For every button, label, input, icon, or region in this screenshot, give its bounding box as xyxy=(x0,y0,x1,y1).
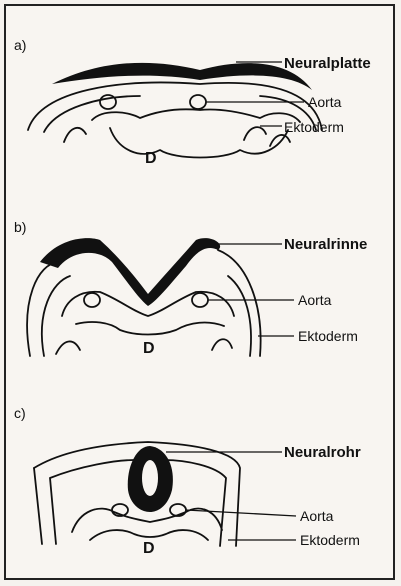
gut-outline-c xyxy=(90,530,208,540)
gut-outline-b xyxy=(76,322,224,335)
label-ektoderm-a: Ektoderm xyxy=(284,119,344,135)
label-ektoderm-b: Ektoderm xyxy=(298,328,358,344)
body-outline-a xyxy=(92,109,300,122)
panel-b-letter: b) xyxy=(14,219,26,235)
center-letter-a: D xyxy=(145,150,157,167)
gut-outline-a xyxy=(110,128,288,158)
inner-arc-b-right xyxy=(228,276,251,356)
panel-a-letter: a) xyxy=(14,37,26,53)
label-ektoderm-c: Ektoderm xyxy=(300,532,360,548)
panel-b: b) D Neuralrinne Aorta Ektoderm xyxy=(14,219,367,357)
somite-wisp-a1 xyxy=(64,128,86,142)
panel-c: c) D Neuralrohr Aorta Ektoderm xyxy=(14,405,361,557)
aorta-right-a xyxy=(190,95,206,109)
inner-arc-b-left xyxy=(42,276,70,356)
label-aorta-a: Aorta xyxy=(308,94,342,110)
center-letter-c: D xyxy=(143,540,155,557)
aorta-left-b xyxy=(84,293,100,307)
inner-arc-a-left xyxy=(44,96,140,132)
center-letter-b: D xyxy=(143,340,155,357)
leader-aorta-c xyxy=(186,510,296,516)
somite-wisp-a2 xyxy=(244,127,266,140)
somite-wisp-b1 xyxy=(56,341,80,354)
label-neuralrohr: Neuralrohr xyxy=(284,444,361,461)
ectoderm-left-c xyxy=(34,468,42,544)
label-aorta-c: Aorta xyxy=(300,508,334,524)
neural-plate-shape xyxy=(52,63,312,90)
panel-c-letter: c) xyxy=(14,405,26,421)
panel-a: a) D Neuralplatte Aorta Ektoderm xyxy=(14,37,371,167)
ectoderm-outline-a xyxy=(28,83,322,130)
somite-wisp-b2 xyxy=(212,339,232,350)
aorta-right-b xyxy=(192,293,208,307)
neural-tube-lumen xyxy=(142,460,158,496)
aorta-left-a xyxy=(100,95,116,109)
label-neuralrinne: Neuralrinne xyxy=(284,236,367,253)
somite-wisp-a3 xyxy=(270,135,290,146)
label-neuralplatte: Neuralplatte xyxy=(284,55,371,72)
label-aorta-b: Aorta xyxy=(298,292,332,308)
body-outline-c xyxy=(72,509,222,532)
